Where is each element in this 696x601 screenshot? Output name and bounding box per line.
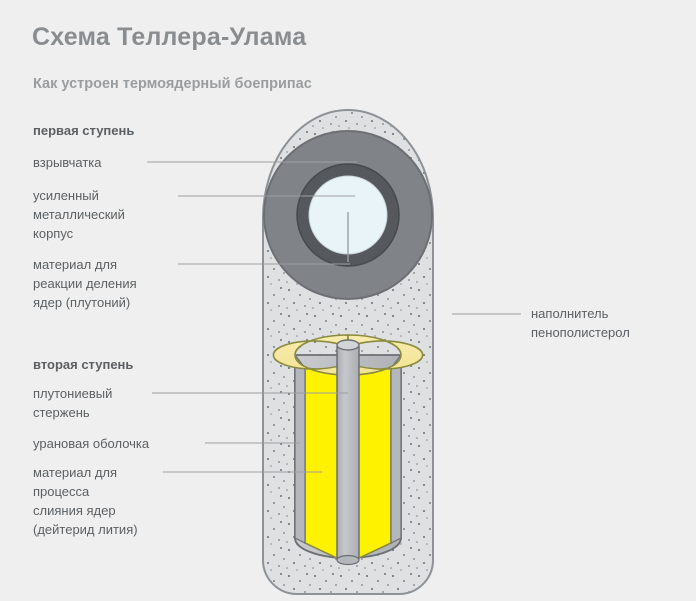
label-fusion-material-line4: (дейтерид лития) (33, 522, 138, 537)
label-fusion-material-line3: слияния ядер (33, 503, 116, 518)
fusion-fuel-right (354, 367, 392, 562)
plutonium-rod (336, 344, 360, 561)
label-metal-shell: усиленный металлический корпус (33, 188, 125, 241)
fusion-fuel-left (304, 367, 342, 562)
page-subtitle: Как устроен термоядерный боеприпас (33, 76, 312, 92)
label-fusion-material: материал для процесса слияния ядер (дейт… (33, 465, 138, 537)
warhead-assembly (262, 109, 434, 595)
tamper-inner-wall-right (390, 353, 402, 544)
stage1-heading: первая ступень (33, 123, 134, 138)
tamper-inner-wall-left (294, 353, 306, 544)
label-explosive: взрывчатка (33, 155, 102, 170)
label-metal-shell-line1: усиленный (33, 188, 99, 203)
label-fusion-material-line2: процесса (33, 484, 90, 499)
label-filler: наполнитель пенополистерол (531, 306, 630, 340)
label-plutonium-rod: плутониевый стержень (33, 386, 112, 420)
stage2-heading: вторая ступень (33, 357, 133, 372)
label-metal-shell-line2: металлический (33, 207, 125, 222)
label-fission-material-line3: ядер (плутоний) (33, 295, 130, 310)
plutonium-rod-top (336, 339, 360, 351)
page-title: Схема Теллера-Улама (32, 23, 307, 51)
label-plutonium-rod-line2: стержень (33, 405, 90, 420)
label-fission-material-line1: материал для (33, 257, 117, 272)
secondary-stage (272, 334, 424, 566)
label-uranium-shell: урановая оболочка (33, 436, 150, 451)
primary-stage (263, 130, 433, 300)
tamper-top-cap-mirror (347, 334, 424, 376)
label-fusion-material-line1: материал для (33, 465, 117, 480)
label-filler-line2: пенополистерол (531, 325, 630, 340)
label-filler-line1: наполнитель (531, 306, 609, 321)
label-fission-material-line2: реакции деления (33, 276, 137, 291)
label-fission-material: материал для реакции деления ядер (плуто… (33, 257, 137, 310)
label-metal-shell-line3: корпус (33, 226, 74, 241)
tamper-top-cap (272, 334, 349, 376)
leader-lines (147, 161, 521, 473)
label-plutonium-rod-line1: плутониевый (33, 386, 112, 401)
plutonium-rod-bottom (336, 554, 360, 566)
